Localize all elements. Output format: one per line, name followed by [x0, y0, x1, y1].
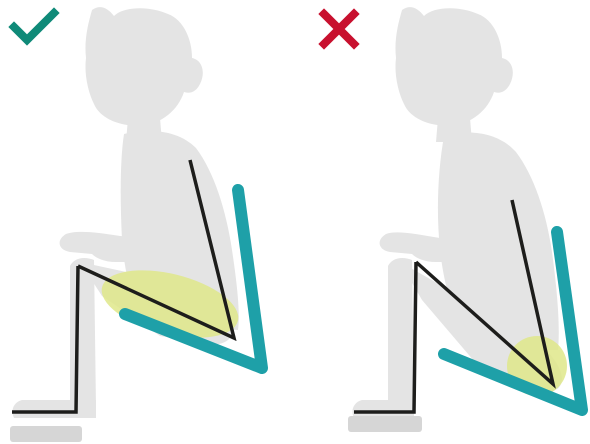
- seated-person-silhouette: [12, 7, 238, 418]
- floor-block: [10, 426, 82, 442]
- check-mark-icon: [14, 13, 54, 40]
- lower-leg: [388, 258, 414, 408]
- foot: [352, 400, 414, 418]
- panel-incorrect: [324, 7, 582, 432]
- head: [85, 7, 202, 126]
- foot: [12, 400, 96, 418]
- lower-leg: [70, 258, 96, 408]
- x-mark-icon: [324, 14, 354, 44]
- panel-correct: [10, 7, 262, 442]
- leg-line: [12, 266, 78, 412]
- head: [395, 7, 512, 126]
- floor-block: [348, 416, 422, 432]
